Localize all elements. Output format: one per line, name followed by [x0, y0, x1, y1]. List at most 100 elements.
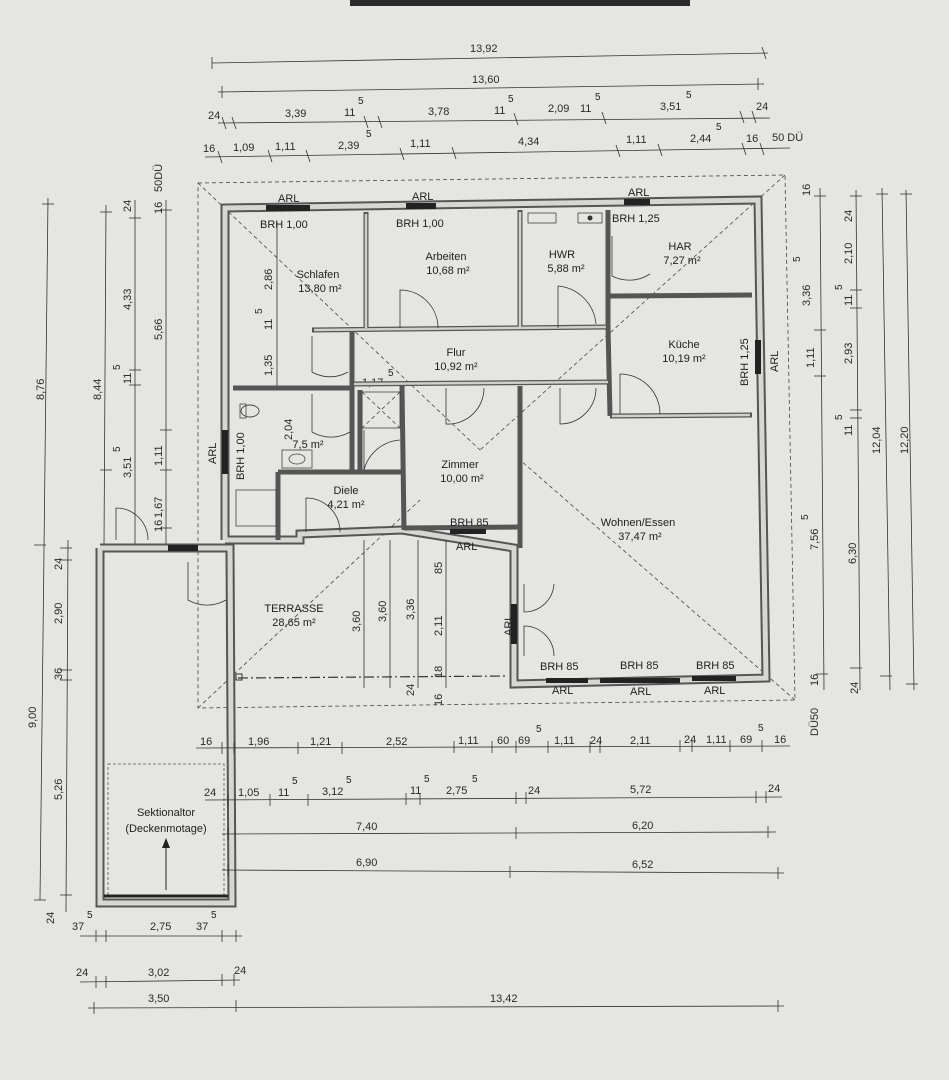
dim-24: 24	[45, 912, 57, 924]
dim-11: 11	[344, 107, 355, 119]
dim-sup-5: 5	[388, 368, 394, 379]
dim-69: 69	[518, 735, 530, 747]
dim-24: 24	[756, 101, 768, 113]
label-arl: ARL	[552, 685, 573, 697]
label-arl: ARL	[412, 191, 433, 203]
label-arl: ARL	[456, 541, 477, 553]
dim-11: 11	[278, 787, 289, 799]
dim-16: 16	[200, 736, 212, 748]
dim-16: 16	[801, 184, 813, 196]
door-swings	[115, 236, 661, 657]
dim-sup-5: 5	[508, 94, 514, 105]
dim-sup-5: 5	[595, 92, 601, 103]
terrace-dimensions: 3,60 3,60 3,36 85 2,11 24 16 18	[351, 540, 447, 706]
dim-1-35: 1,35	[263, 355, 275, 376]
dim-2-10: 2,10	[843, 243, 855, 264]
label-arl: ARL	[628, 187, 649, 199]
dim-2-09: 2,09	[548, 103, 569, 115]
room-hwr-name: HWR	[549, 249, 575, 261]
terrace-edge	[235, 673, 509, 681]
dim-4-34: 4,34	[518, 136, 539, 148]
interior-walls	[233, 210, 753, 548]
garage-sectional-door	[104, 763, 228, 898]
room-har-name: HAR	[668, 241, 691, 253]
room-zimmer-area: 10,00 m²	[440, 473, 484, 485]
dim-16: 16	[774, 734, 786, 746]
label-brh-125: BRH 1,25	[612, 213, 660, 225]
dim-24: 24	[204, 787, 216, 799]
dim-50-du: 50 DÜ	[772, 132, 803, 144]
dim-3-78: 3,78	[428, 106, 449, 118]
dim-24: 24	[684, 734, 696, 746]
dim-11: 11	[122, 373, 134, 384]
dim-2-04: 2,04	[283, 419, 295, 440]
room-kueche-name: Küche	[668, 339, 699, 351]
left-dimension-lines: 8,76 8,44 4,33 5,66 11 5 3,51 5 1,11 1,6…	[27, 164, 394, 924]
dim-1-11: 1,11	[706, 734, 727, 746]
dim-sup-5: 5	[834, 284, 845, 290]
dim-12-04: 12,04	[871, 426, 883, 454]
room-kueche-area: 10,19 m²	[662, 353, 706, 365]
dim-3-36: 3,36	[405, 599, 417, 620]
dim-2-75: 2,75	[150, 921, 171, 933]
label-brh-85: BRH 85	[540, 661, 579, 673]
label-arl: ARL	[630, 686, 651, 698]
dim-2-90: 2,90	[53, 603, 65, 624]
label-arl: ARL	[769, 351, 781, 372]
dim-3-36: 3,36	[801, 285, 813, 306]
dim-5-72: 5,72	[630, 784, 651, 796]
dim-6-52: 6,52	[632, 859, 653, 871]
bottom-dimension-lines: 16 1,96 1,21 2,52 1,11 60 69 5 1,11 24 2…	[72, 723, 791, 1014]
dim-3-60: 3,60	[377, 601, 389, 622]
dim-sup-5: 5	[254, 308, 265, 314]
label-brh-85: BRH 85	[450, 517, 489, 529]
dim-6-20: 6,20	[632, 820, 653, 832]
dim-sup-5: 5	[536, 724, 542, 735]
dim-11: 11	[843, 425, 855, 436]
dim-50-du: 50DÜ	[153, 164, 165, 192]
label-brh-100: BRH 1,00	[396, 218, 444, 230]
dim-24: 24	[208, 110, 220, 122]
dim-37: 37	[72, 921, 84, 933]
room-arbeiten-area: 10,68 m²	[426, 265, 470, 277]
room-schlafen-area: 13,80 m²	[298, 283, 342, 295]
dim-8-76: 8,76	[35, 379, 47, 400]
dim-69: 69	[740, 734, 752, 746]
dim-sup-5: 5	[112, 446, 123, 452]
dim-2-75: 2,75	[446, 785, 467, 797]
dim-1-11: 1,11	[458, 735, 479, 747]
dim-sup-5: 5	[834, 414, 845, 420]
dim-3-12: 3,12	[322, 786, 343, 798]
room-wohnen-area: 37,47 m²	[618, 531, 662, 543]
label-brh-85: BRH 85	[696, 660, 735, 672]
label-arl: ARL	[207, 443, 219, 464]
room-schlafen-name: Schlafen	[297, 269, 340, 281]
label-brh-100: BRH 1,00	[235, 432, 247, 480]
dim-24: 24	[849, 682, 861, 694]
dim-2-39: 2,39	[338, 140, 359, 152]
room-flur-area: 10,92 m²	[434, 361, 478, 373]
dim-5-26: 5,26	[53, 779, 65, 800]
dim-18: 18	[433, 666, 445, 678]
room-terrasse-area: 28,65 m²	[272, 617, 316, 629]
windows	[168, 199, 761, 683]
dim-2-11: 2,11	[433, 615, 445, 636]
dim-16: 16	[746, 133, 758, 145]
dim-1-67: 1,67	[153, 497, 165, 518]
dim-sup-5: 5	[87, 910, 93, 921]
room-zimmer-name: Zimmer	[441, 459, 479, 471]
room-labels: Schlafen 13,80 m² Arbeiten 10,68 m² HWR …	[125, 241, 706, 835]
dim-sup-5: 5	[292, 776, 298, 787]
dim-36: 36	[53, 668, 65, 680]
label-arl: ARL	[704, 685, 725, 697]
dim-24: 24	[768, 783, 780, 795]
dim-3-51: 3,51	[660, 101, 681, 113]
window-labels: ARL ARL ARL BRH 1,00 BRH 1,00 BRH 1,25 B…	[207, 187, 781, 698]
dim-24: 24	[76, 967, 88, 979]
dim-1-11: 1,11	[554, 735, 575, 747]
dim-60: 60	[497, 735, 509, 747]
garage-door-label: Sektionaltor	[137, 807, 195, 819]
room-diele-area: 4,21 m²	[327, 499, 365, 511]
bathroom-fixtures	[235, 403, 313, 527]
